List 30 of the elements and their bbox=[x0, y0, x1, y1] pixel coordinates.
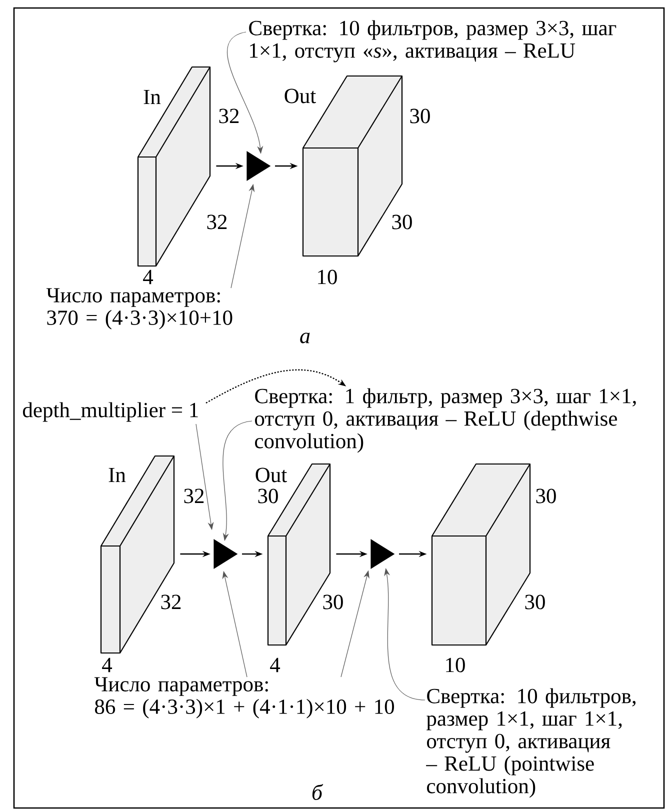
annotation-text: depth_multiplier = 1 bbox=[22, 402, 198, 422]
dimension-label: 30 bbox=[536, 488, 556, 504]
layer-label: In bbox=[144, 90, 161, 104]
annotation-text: Свертка: 10 фильтров, размер 1×1, шаг 1×1, отступ 0, активация – ReLU (pointwise convolution) bbox=[426, 688, 636, 798]
dimension-label: 30 bbox=[392, 214, 412, 230]
dimension-label: 32 bbox=[219, 108, 239, 124]
dimension-label: 30 bbox=[323, 594, 343, 610]
operation-triangle bbox=[214, 539, 238, 569]
annotation-text: Число параметров: 370 = (4·3·3)×10+10 bbox=[46, 288, 232, 330]
operation-triangle bbox=[370, 539, 395, 569]
layer-label: In bbox=[108, 468, 126, 482]
panel-caption: б bbox=[312, 784, 324, 800]
layer-label: Out bbox=[284, 88, 316, 104]
dimension-label: 32 bbox=[161, 594, 181, 610]
panel-caption: а bbox=[300, 332, 310, 344]
dimension-label: 30 bbox=[410, 108, 430, 124]
dimension-label: 32 bbox=[207, 214, 227, 230]
dimension-label: 4 bbox=[102, 658, 112, 672]
dimension-label: 30 bbox=[258, 488, 278, 504]
dimension-label: 32 bbox=[184, 488, 204, 504]
operation-triangle bbox=[246, 151, 271, 181]
dimension-label: 10 bbox=[446, 658, 465, 672]
dimension-label: 4 bbox=[143, 270, 154, 284]
annotation-text: Свертка: 1 фильтр, размер 3×3, шаг 1×1, отступ 0, активация – ReLU (depthwise convolution) bbox=[255, 388, 636, 453]
dimension-label: 30 bbox=[525, 594, 545, 610]
annotation-text: Свертка: 10 фильтров, размер 3×3, шаг 1×1, отступ «s», активация – ReLU bbox=[249, 20, 616, 62]
annotation-text: Число параметров: 86 = (4·3·3)×1 + (4·1·1)×10 + 10 bbox=[94, 677, 394, 718]
dimension-label: 4 bbox=[270, 658, 280, 672]
dimension-label: 10 bbox=[318, 270, 337, 284]
layer-label: Out bbox=[256, 468, 287, 482]
